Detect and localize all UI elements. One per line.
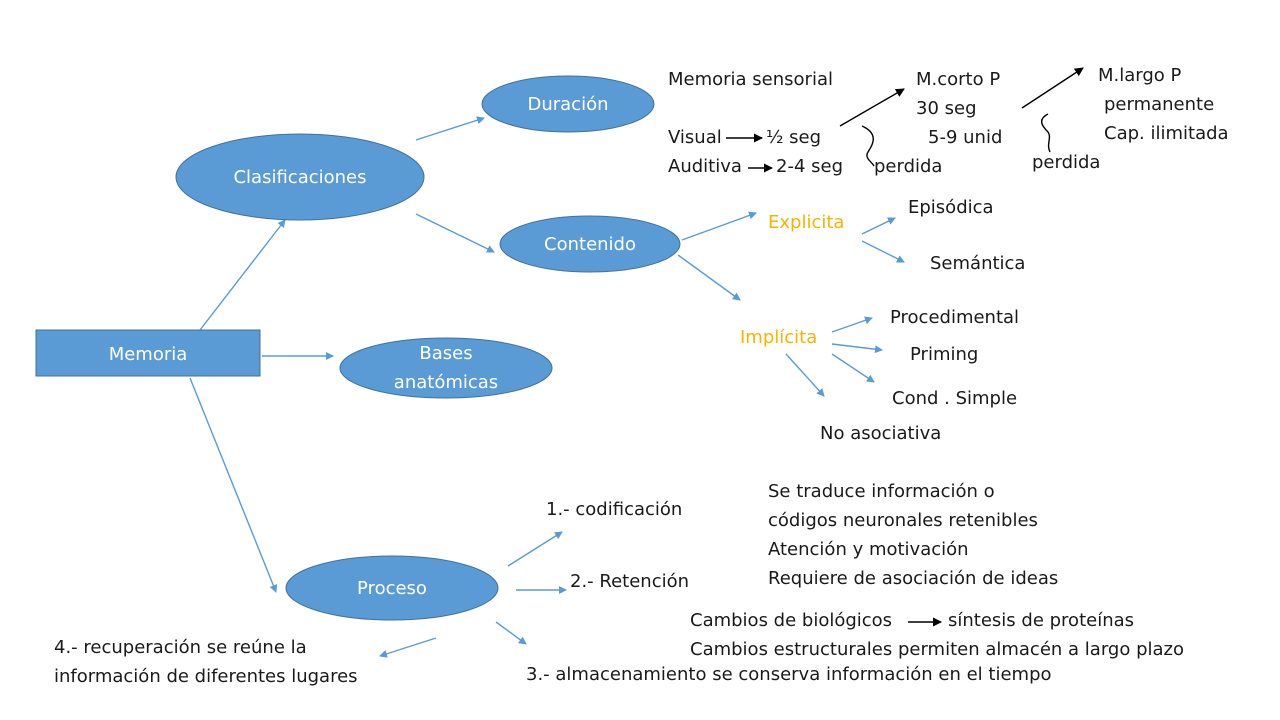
- contenido-label: Contenido: [544, 234, 636, 255]
- cod-note-1: Se traduce información o: [768, 481, 995, 502]
- arrow-sensorial-corto: [839, 88, 905, 127]
- almacenamiento-label: 3.- almacenamiento se conserva informaci…: [526, 664, 1052, 685]
- perdida-2-label: perdida: [1032, 152, 1100, 173]
- memoria-node[interactable]: [35, 329, 261, 377]
- arrow-corto-largo: [1021, 67, 1084, 109]
- contenido-node[interactable]: [499, 215, 681, 273]
- cod-note-3: Atención y motivación: [768, 539, 969, 560]
- retencion-label: 2.- Retención: [570, 571, 689, 592]
- curve-perdida-2: [1040, 113, 1051, 153]
- edge-contenido-explicita: [681, 211, 757, 241]
- duracion-node[interactable]: [481, 75, 655, 133]
- proceso-label: Proceso: [357, 578, 427, 599]
- cod-note-2: códigos neuronales retenibles: [768, 510, 1038, 531]
- largo-title-label: M.largo P: [1098, 65, 1182, 86]
- largo-time-label: permanente: [1104, 94, 1214, 115]
- edge-contenido-implicita: [677, 254, 741, 301]
- memoria-sensorial-label: Memoria sensorial: [668, 69, 833, 90]
- edge-proceso-almacenamiento: [495, 621, 527, 645]
- no-asociativa-label: No asociativa: [820, 423, 941, 444]
- semantica-label: Semántica: [930, 253, 1025, 274]
- visual-time-label: ½ seg: [766, 127, 821, 148]
- procedimental-label: Procedimental: [890, 307, 1019, 328]
- edge-proceso-codificacion: [507, 531, 563, 567]
- clasificaciones-node[interactable]: [175, 133, 425, 221]
- cambios-bio-label: Cambios de biológicos: [690, 610, 892, 631]
- auditiva-label: Auditiva: [668, 156, 742, 177]
- bases-anatomicas-node[interactable]: [339, 337, 553, 399]
- curve-perdida-1: [861, 125, 875, 167]
- bases-label-line2: anatómicas: [394, 372, 498, 393]
- perdida-1-label: perdida: [874, 156, 942, 177]
- corto-time-label: 30 seg: [916, 98, 977, 119]
- implicita-label: Implícita: [740, 327, 817, 348]
- cambios-estr-label: Cambios estructurales permiten almacén a…: [690, 639, 1184, 660]
- edge-memoria-proceso: [189, 377, 278, 593]
- edge-implicita-procedimental: [831, 316, 873, 333]
- edge-explicita-semantica: [861, 240, 905, 263]
- edge-proceso-recuperacion: [379, 637, 437, 658]
- largo-cap-label: Cap. ilimitada: [1104, 123, 1229, 144]
- recuperacion-label-line2: información de diferentes lugares: [54, 666, 358, 687]
- clasificaciones-label: Clasificaciones: [233, 167, 366, 188]
- recuperacion-label-line1: 4.- recuperación se reúne la: [54, 637, 307, 658]
- cod-note-4: Requiere de asociación de ideas: [768, 568, 1058, 589]
- corto-title-label: M.corto P: [916, 69, 1000, 90]
- episodica-label: Episódica: [908, 197, 994, 218]
- explicita-label: Explicita: [768, 212, 844, 233]
- edge-implicita-no-asociativa: [785, 353, 825, 397]
- edge-clasificaciones-duracion: [415, 116, 485, 141]
- edge-implicita-cond-simple: [831, 353, 875, 383]
- duracion-label: Duración: [527, 94, 608, 115]
- edge-implicita-priming: [831, 343, 883, 354]
- priming-label: Priming: [910, 344, 978, 365]
- cond-simple-label: Cond . Simple: [892, 388, 1017, 409]
- codificacion-label: 1.- codificación: [546, 499, 682, 520]
- edge-memoria-clasificaciones: [199, 219, 286, 331]
- corto-units-label: 5-9 unid: [928, 127, 1002, 148]
- memoria-label: Memoria: [109, 344, 188, 365]
- edge-explicita-episodica: [861, 217, 896, 235]
- sintesis-label: síntesis de proteínas: [948, 610, 1134, 631]
- proceso-node[interactable]: [285, 555, 499, 621]
- edge-clasificaciones-contenido: [415, 213, 495, 253]
- visual-label: Visual: [668, 127, 722, 148]
- bases-label-line1: Bases: [419, 343, 472, 364]
- auditiva-time-label: 2-4 seg: [776, 156, 843, 177]
